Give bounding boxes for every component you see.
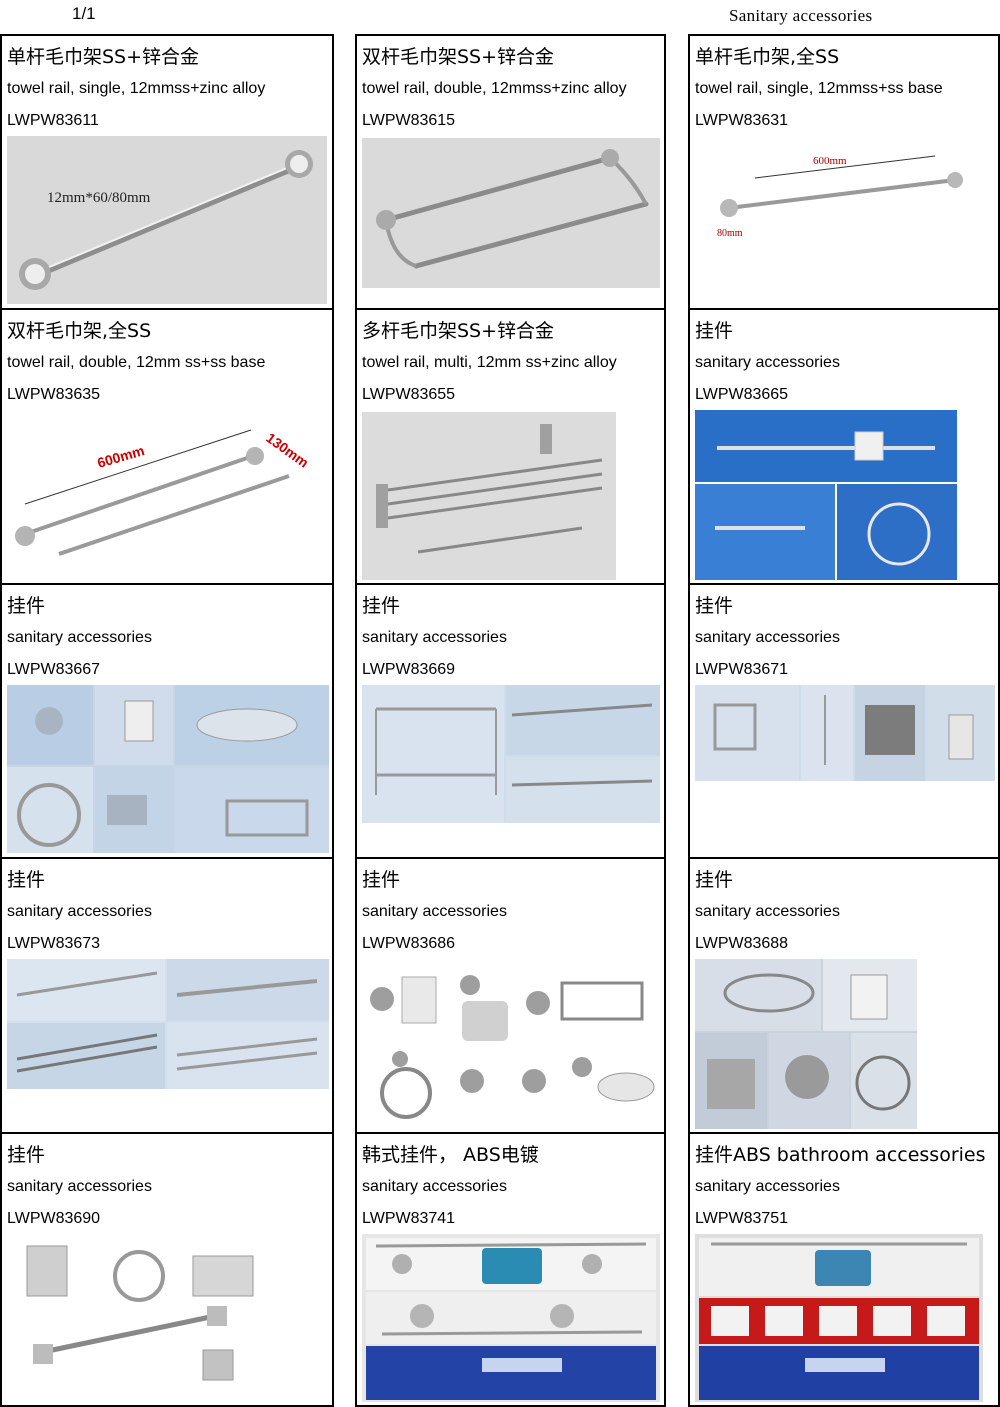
product-code: LWPW83615 xyxy=(362,112,456,129)
product-code: LWPW83655 xyxy=(362,386,456,403)
product-cell: 双杆毛巾架SS+锌合金 towel rail, double, 12mmss+z… xyxy=(355,34,666,310)
product-name-en: towel rail, single, 12mmss+ss base xyxy=(695,80,943,97)
product-name-cn: 挂件 xyxy=(695,320,734,342)
product-photo xyxy=(695,959,917,1129)
product-photo xyxy=(7,685,329,853)
product-code: LWPW83673 xyxy=(7,935,101,952)
product-name-cn: 多杆毛巾架SS+锌合金 xyxy=(362,320,555,342)
product-cell: 挂件 sanitary accessories LWPW83673 xyxy=(0,857,334,1134)
product-cell: 挂件ABS bathroom accessories sanitary acce… xyxy=(688,1132,1000,1407)
product-name-cn: 挂件ABS bathroom accessories xyxy=(695,1144,986,1166)
product-name-en: towel rail, multi, 12mm ss+zinc alloy xyxy=(362,354,617,371)
product-code: LWPW83751 xyxy=(695,1210,789,1227)
product-name-cn: 挂件 xyxy=(695,869,734,891)
product-photo: 600mm 130mm xyxy=(7,410,327,572)
product-code: LWPW83671 xyxy=(695,661,789,678)
product-name-cn: 挂件 xyxy=(7,869,46,891)
product-name-cn: 挂件 xyxy=(7,595,46,617)
product-photo xyxy=(362,685,660,823)
product-name-cn: 挂件 xyxy=(7,1144,46,1166)
product-photo xyxy=(7,1234,329,1402)
product-code: LWPW83688 xyxy=(695,935,789,952)
product-name-cn: 单杆毛巾架SS+锌合金 xyxy=(7,46,200,68)
product-name-en: sanitary accessories xyxy=(695,354,840,371)
product-code: LWPW83686 xyxy=(362,935,456,952)
product-photo xyxy=(362,412,616,580)
product-photo xyxy=(695,685,995,781)
product-cell: 挂件 sanitary accessories LWPW83665 xyxy=(688,308,1000,585)
product-name-cn: 韩式挂件， ABS电镀 xyxy=(362,1144,539,1166)
product-name-en: sanitary accessories xyxy=(362,629,507,646)
page-header: Sanitary accessories xyxy=(729,6,873,25)
product-photo xyxy=(695,410,957,580)
product-name-en: sanitary accessories xyxy=(362,903,507,920)
page-number: 1/1 xyxy=(72,4,96,23)
product-name-en: towel rail, double, 12mm ss+ss base xyxy=(7,354,266,371)
product-cell: 多杆毛巾架SS+锌合金 towel rail, multi, 12mm ss+z… xyxy=(355,308,666,585)
product-photo xyxy=(362,963,660,1127)
product-name-cn: 挂件 xyxy=(362,869,401,891)
product-name-en: sanitary accessories xyxy=(362,1178,507,1195)
product-code: LWPW83611 xyxy=(7,112,99,129)
product-name-en: sanitary accessories xyxy=(7,1178,152,1195)
product-name-en: sanitary accessories xyxy=(695,629,840,646)
product-cell: 挂件 sanitary accessories LWPW83671 xyxy=(688,583,1000,859)
product-name-cn: 双杆毛巾架,全SS xyxy=(7,320,152,342)
product-photo: 12mm*60/80mm xyxy=(7,136,327,304)
product-cell: 挂件 sanitary accessories LWPW83690 xyxy=(0,1132,334,1407)
product-photo xyxy=(362,1234,660,1402)
product-photo: 600mm 80mm xyxy=(695,138,995,278)
product-name-en: sanitary accessories xyxy=(695,903,840,920)
product-code: LWPW83669 xyxy=(362,661,456,678)
product-photo xyxy=(695,1234,983,1402)
product-code: LWPW83667 xyxy=(7,661,101,678)
product-code: LWPW83635 xyxy=(7,386,101,403)
depth-annotation: 80mm xyxy=(717,228,743,239)
product-name-cn: 双杆毛巾架SS+锌合金 xyxy=(362,46,555,68)
product-code: LWPW83665 xyxy=(695,386,789,403)
product-code: LWPW83690 xyxy=(7,1210,101,1227)
product-name-en: sanitary accessories xyxy=(695,1178,840,1195)
product-cell: 单杆毛巾架SS+锌合金 towel rail, single, 12mmss+z… xyxy=(0,34,334,310)
product-name-en: sanitary accessories xyxy=(7,629,152,646)
size-annotation: 12mm*60/80mm xyxy=(47,190,151,206)
product-cell: 单杆毛巾架,全SS towel rail, single, 12mmss+ss … xyxy=(688,34,1000,310)
product-photo xyxy=(362,138,660,288)
product-name-en: sanitary accessories xyxy=(7,903,152,920)
product-grid: 单杆毛巾架SS+锌合金 towel rail, single, 12mmss+z… xyxy=(0,34,1000,1407)
product-photo xyxy=(7,959,329,1089)
product-cell: 挂件 sanitary accessories LWPW83686 xyxy=(355,857,666,1134)
product-cell: 双杆毛巾架,全SS towel rail, double, 12mm ss+ss… xyxy=(0,308,334,585)
product-cell: 挂件 sanitary accessories LWPW83667 xyxy=(0,583,334,859)
product-code: LWPW83741 xyxy=(362,1210,456,1227)
product-cell: 挂件 sanitary accessories LWPW83688 xyxy=(688,857,1000,1134)
product-name-en: towel rail, double, 12mmss+zinc alloy xyxy=(362,80,627,97)
product-name-cn: 挂件 xyxy=(362,595,401,617)
product-cell: 挂件 sanitary accessories LWPW83669 xyxy=(355,583,666,859)
product-name-cn: 单杆毛巾架,全SS xyxy=(695,46,840,68)
product-code: LWPW83631 xyxy=(695,112,789,129)
length-annotation: 600mm xyxy=(813,155,847,167)
product-name-en: towel rail, single, 12mmss+zinc alloy xyxy=(7,80,266,97)
product-cell: 韩式挂件， ABS电镀 sanitary accessories LWPW837… xyxy=(355,1132,666,1407)
product-name-cn: 挂件 xyxy=(695,595,734,617)
